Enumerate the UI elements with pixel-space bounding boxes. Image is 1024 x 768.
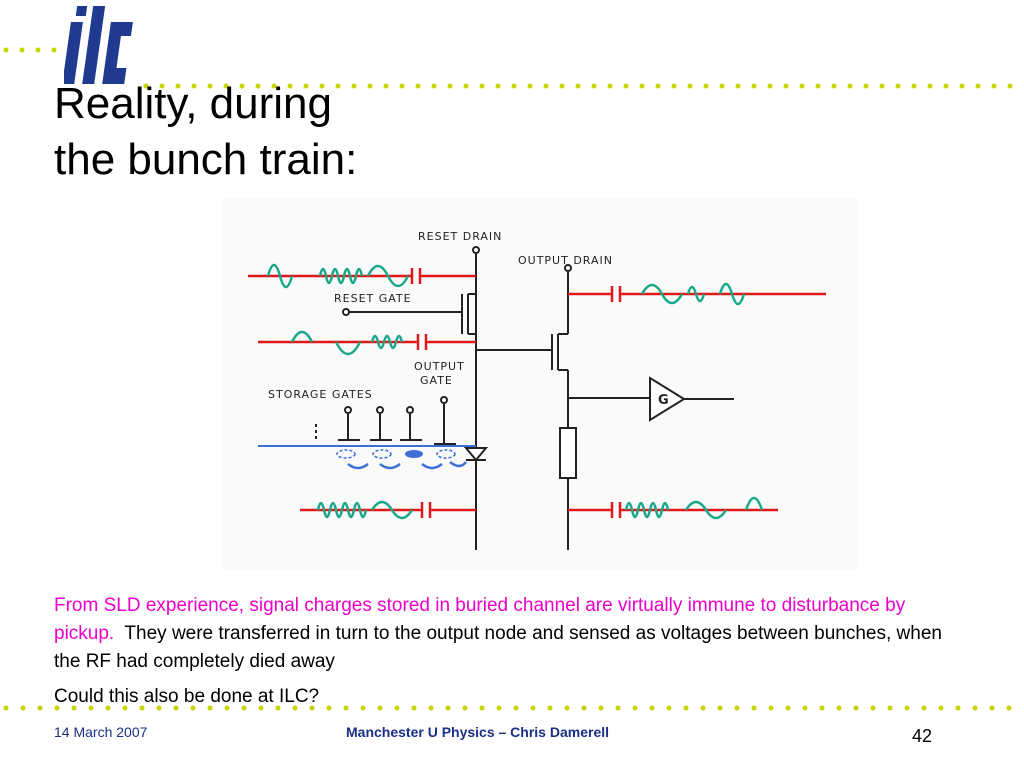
bottom-dotted-rule <box>3 705 1012 711</box>
page-number: 42 <box>912 726 933 746</box>
body-highlight: From SLD experience, signal charges stor… <box>54 595 906 644</box>
body-paragraph: From SLD experience, signal charges stor… <box>54 592 954 676</box>
label-output-gate-1: OUTPUT <box>414 360 465 373</box>
title-dotted-rule <box>143 83 1013 89</box>
ilc-logo <box>64 6 133 84</box>
label-output-drain: OUTPUT DRAIN <box>518 254 613 267</box>
question-text: Could this also be done at ILC? <box>54 686 320 707</box>
label-storage-gates: STORAGE GATES <box>268 388 373 401</box>
label-reset-drain: RESET DRAIN <box>418 230 502 243</box>
footer-author: Manchester U Physics – Chris Damerell <box>346 724 610 740</box>
amplifier-label: G <box>658 393 670 408</box>
body-rest: They were transferred in turn to the out… <box>54 623 942 672</box>
title-line-1: Reality, during <box>54 79 332 128</box>
slide-title: Reality, during the bunch train: <box>54 76 357 188</box>
label-reset-gate: RESET GATE <box>334 292 412 305</box>
footer-date: 14 March 2007 <box>54 724 148 740</box>
label-output-gate-2: GATE <box>420 374 453 387</box>
title-line-2: the bunch train: <box>54 135 358 184</box>
top-dotted-rule <box>3 47 73 53</box>
ccd-circuit-diagram: RESET DRAIN OUTPUT DRAIN RESET GATE OUTP… <box>222 198 858 570</box>
